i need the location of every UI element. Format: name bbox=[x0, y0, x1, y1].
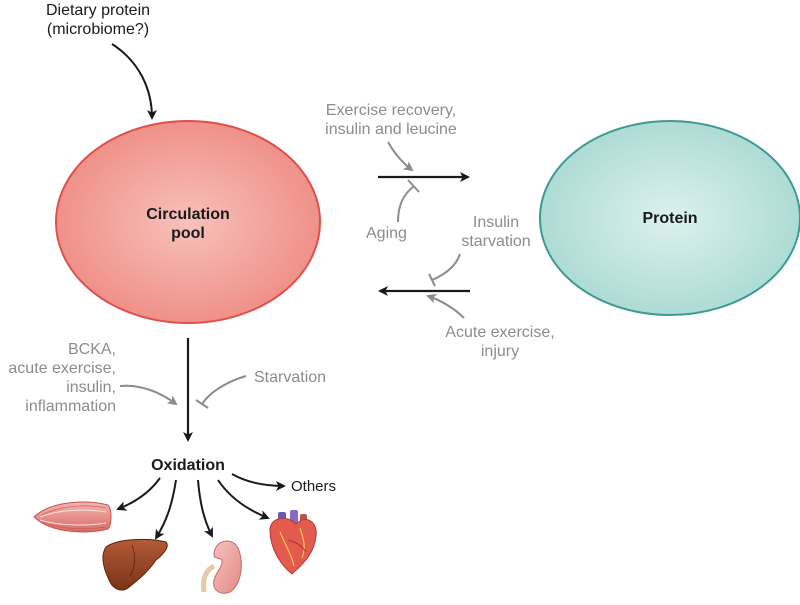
to-muscle-arrow bbox=[116, 477, 161, 511]
synthesis-inhibitor-label: Aging bbox=[366, 225, 407, 242]
circulation-pool-label: Circulation pool bbox=[146, 206, 230, 242]
synthesis-stimulators-label: Exercise recovery, insulin and leucine bbox=[325, 102, 457, 138]
heart-icon bbox=[269, 510, 317, 575]
breakdown-stimulator-arrow bbox=[426, 293, 465, 319]
oxidation-inhibitor-line bbox=[201, 375, 247, 405]
to-liver-arrow bbox=[154, 479, 177, 540]
others-label: Others bbox=[291, 478, 337, 495]
breakdown-stimulators-label: Acute exercise, injury bbox=[445, 324, 555, 360]
oxidation-label: Oxidation bbox=[151, 457, 225, 474]
synthesis-inhibitor-line bbox=[397, 185, 415, 223]
oxidation-stimulators-label: BCKA, acute exercise, insulin, inflammat… bbox=[8, 341, 116, 415]
oxidation-stimulator-arrow bbox=[119, 384, 178, 406]
circulation-pool-node bbox=[55, 120, 321, 324]
to-kidney-arrow bbox=[197, 479, 213, 538]
protein-node bbox=[539, 120, 800, 316]
protein-label: Protein bbox=[642, 210, 698, 227]
breakdown-inhibitor-line bbox=[431, 253, 461, 281]
synthesis-inhibitor-bar bbox=[407, 179, 420, 193]
oxidation-inhibitor-label: Starvation bbox=[254, 369, 327, 386]
breakdown-inhibitor-bar bbox=[428, 273, 436, 287]
to-heart-arrow bbox=[217, 479, 270, 520]
to-others-arrow bbox=[231, 473, 286, 491]
oxidation-inhibitor-bar bbox=[195, 399, 209, 409]
dietary-input-label: Dietary protein (microbiome?) bbox=[45, 2, 151, 38]
muscle-icon bbox=[33, 501, 112, 533]
liver-icon bbox=[102, 538, 168, 591]
kidney-icon bbox=[201, 540, 242, 594]
breakdown-inhibitor-label: Insulin starvation bbox=[461, 214, 531, 250]
dietary-input-arrow bbox=[111, 43, 157, 120]
synthesis-stimulator-arrow bbox=[387, 141, 414, 172]
